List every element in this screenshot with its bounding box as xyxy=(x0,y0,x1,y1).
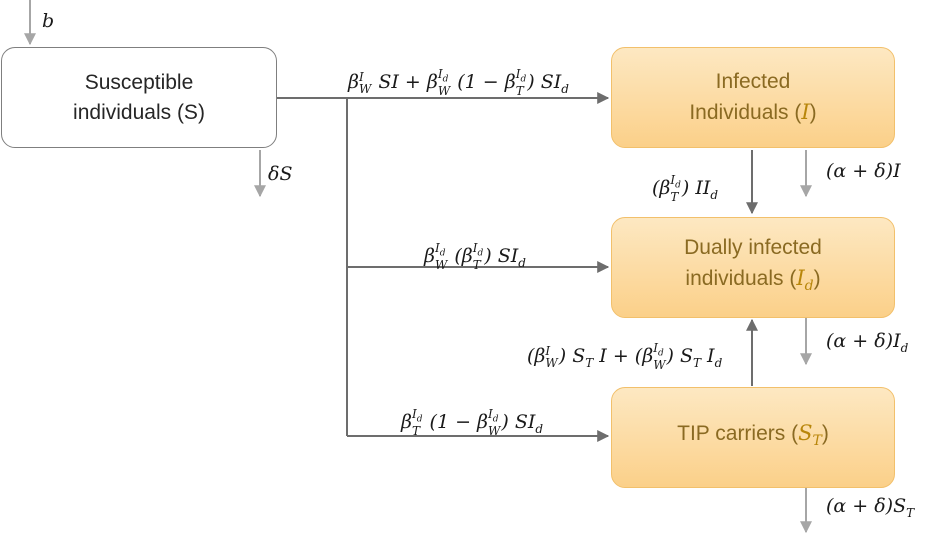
infected-line2: Individuals (I) xyxy=(689,100,817,124)
death-i-rate-label: (α + δ)I xyxy=(826,160,901,182)
susceptible-line2: individuals (S) xyxy=(73,100,205,124)
birth-rate-label: b xyxy=(42,10,55,32)
susceptible-box: Susceptible individuals (S) xyxy=(1,47,277,148)
death-st-rate-label: (α + δ)ST xyxy=(826,495,915,520)
susceptible-line1: Susceptible xyxy=(84,70,194,94)
tip-line1: TIP carriers (ST) xyxy=(677,421,829,450)
dual-line2: individuals (Id) xyxy=(685,266,821,295)
tip-carriers-box: TIP carriers (ST) xyxy=(611,387,895,488)
death-s-rate-label: δS xyxy=(268,163,293,185)
infected-box: Infected Individuals (I) xyxy=(611,47,895,148)
death-id-rate-label: (α + δ)Id xyxy=(826,330,909,355)
dual-line1: Dually infected xyxy=(684,236,822,260)
dually-infected-box: Dually infected individuals (Id) xyxy=(611,217,895,318)
infected-line1: Infected xyxy=(715,70,791,93)
